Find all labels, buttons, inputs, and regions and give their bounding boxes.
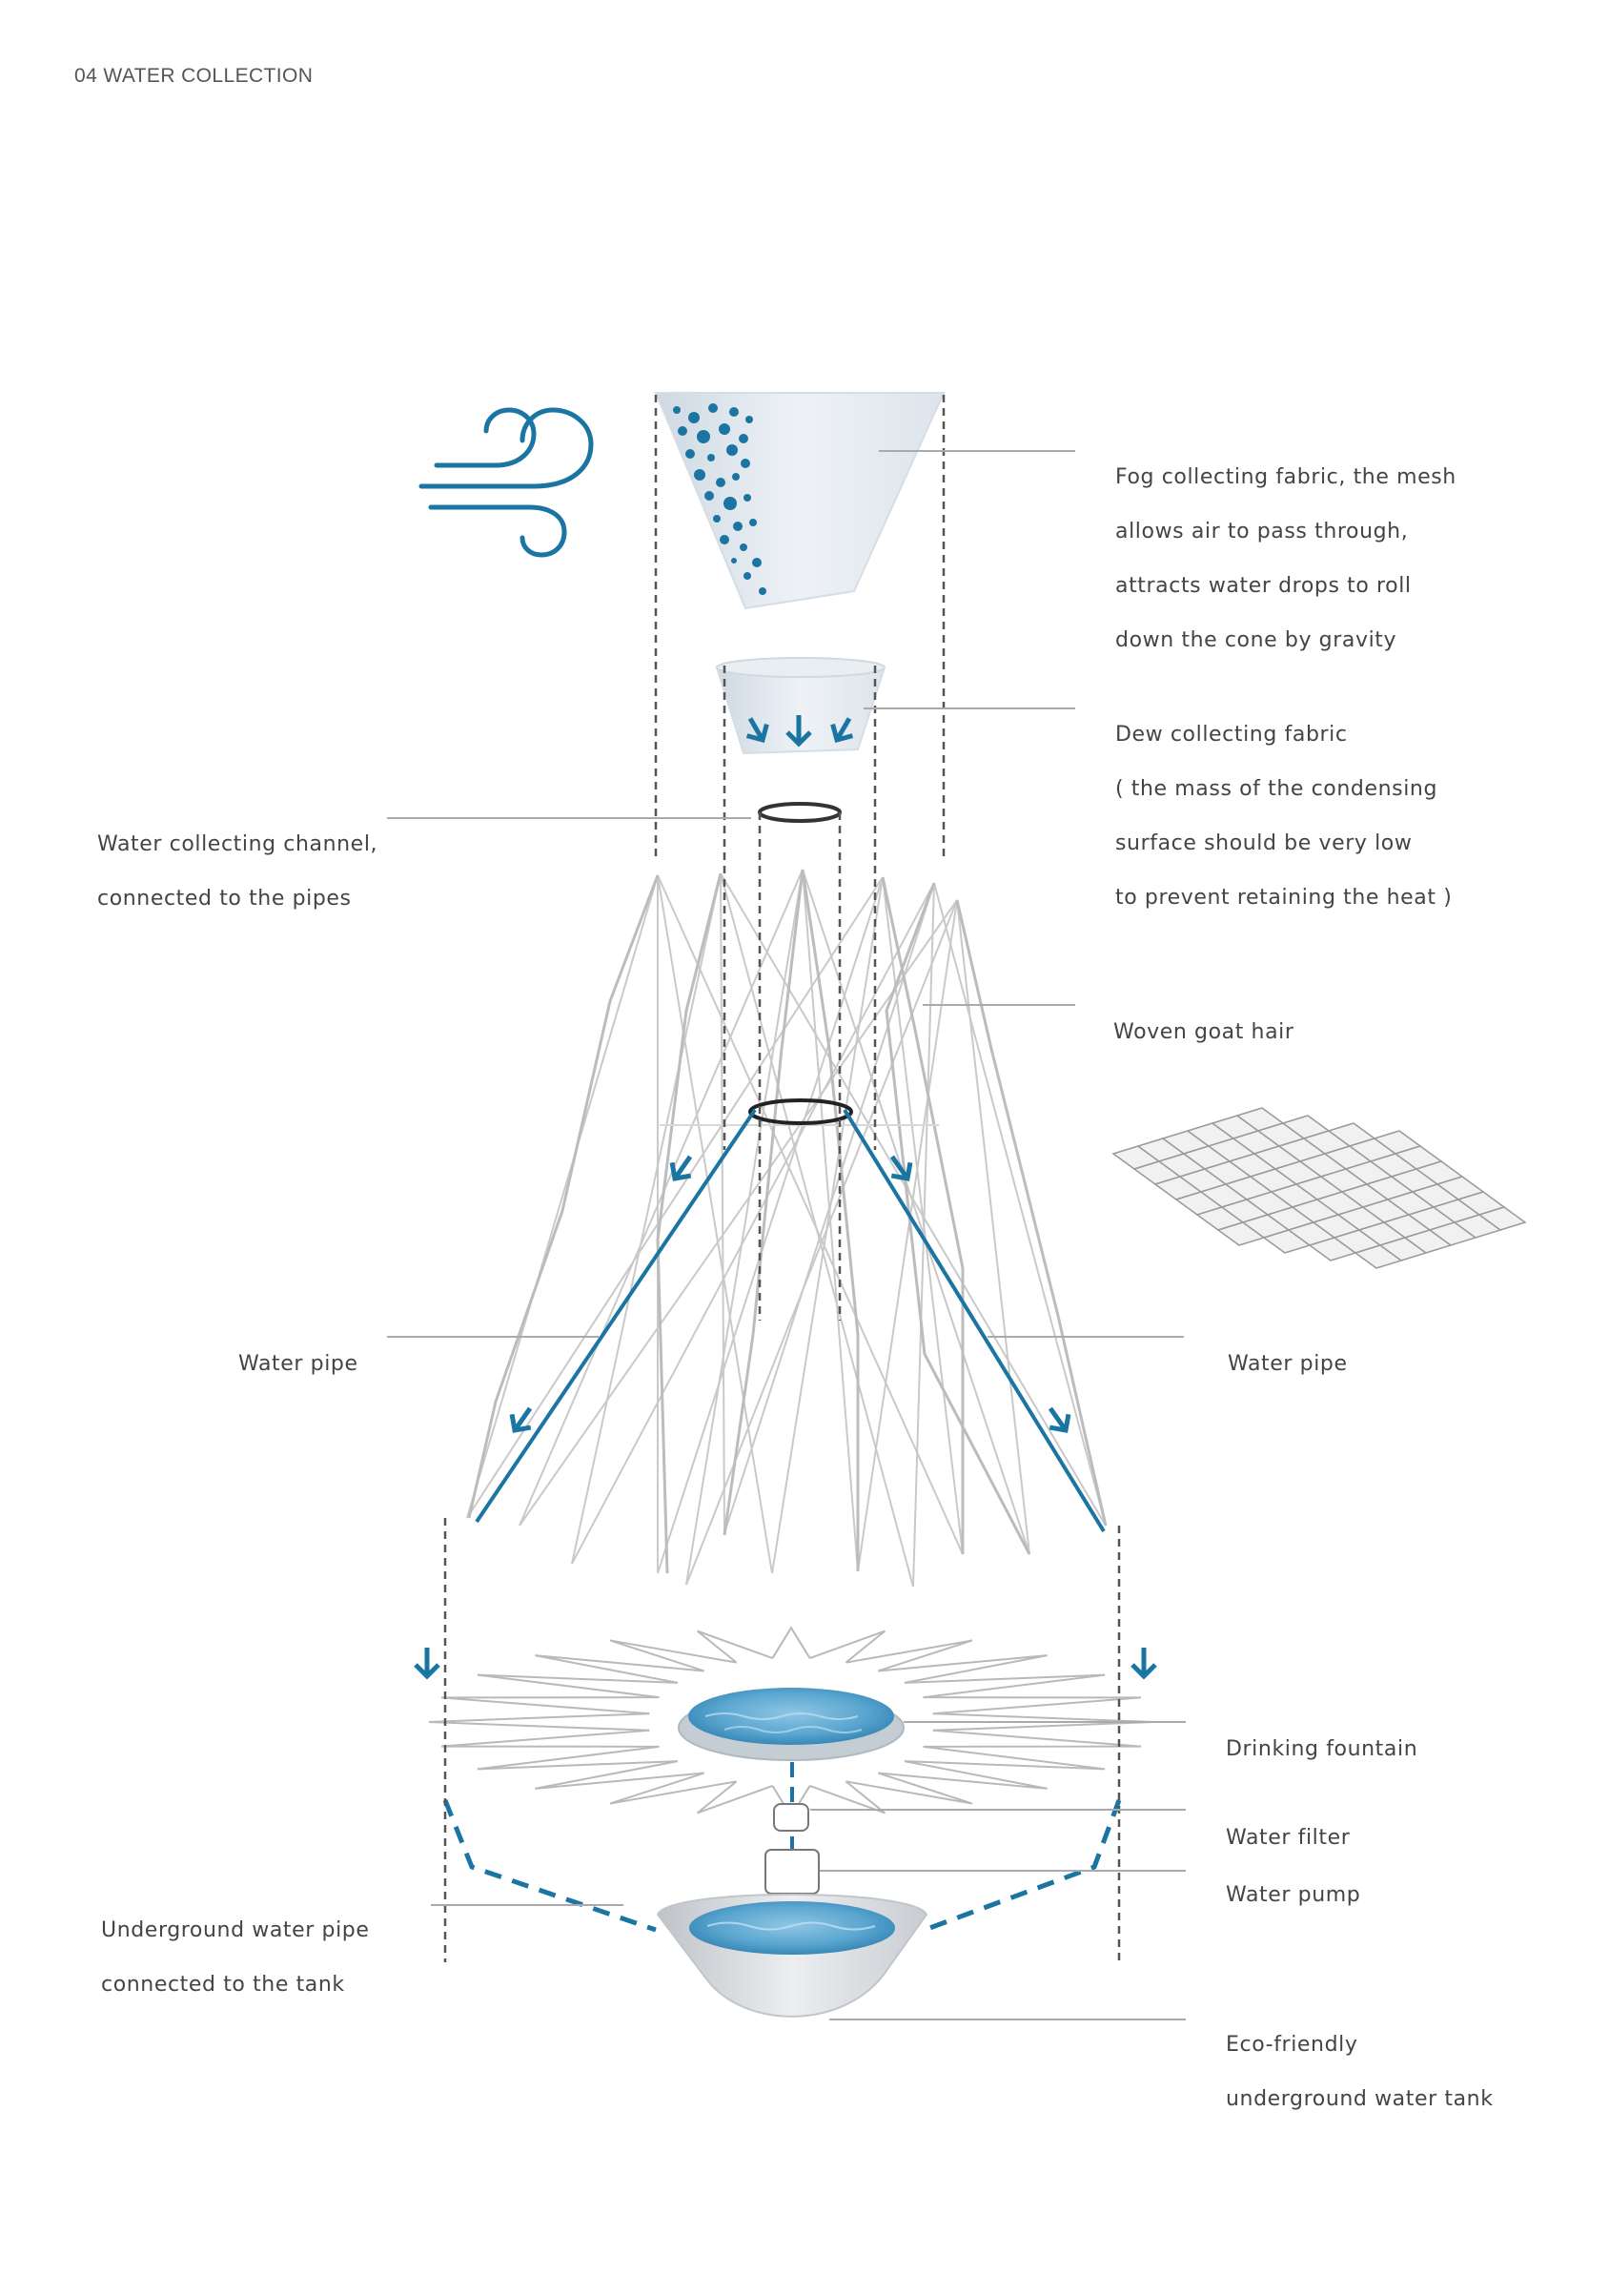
goat-hair-swatch (1111, 1107, 1527, 1269)
water-drop (741, 459, 750, 468)
water-drop (723, 497, 737, 510)
arrow-down-icon (669, 1155, 693, 1181)
water-drop (708, 403, 718, 413)
label-water-pump: Water pump (1226, 1882, 1361, 1907)
water-filter-unit (773, 1803, 809, 1832)
label-woven-goat-hair: Woven goat hair (1113, 1019, 1294, 1044)
water-drop (697, 430, 710, 443)
water-drop (678, 426, 687, 436)
arrow-down-icon (1048, 1406, 1071, 1433)
label-water-pipe-right: Water pipe (1228, 1351, 1348, 1376)
label-water-filter: Water filter (1226, 1825, 1351, 1850)
arrow-down-icon (830, 717, 854, 744)
water-drop (694, 469, 705, 481)
arrow-down-icon (785, 715, 812, 748)
water-drop (740, 543, 747, 551)
water-pipe-left (475, 1108, 757, 1524)
water-drop (759, 587, 766, 595)
water-drop (713, 515, 721, 523)
label-dew-collecting-fabric: Dew collecting fabric ( the mass of the … (1115, 722, 1453, 910)
arrow-down-icon (745, 717, 769, 744)
swatch-cell (1477, 1206, 1527, 1231)
underground-water-tank (656, 1894, 928, 2018)
water-drop (743, 572, 751, 580)
arrow-down-icon (414, 1648, 440, 1680)
drinking-fountain-basin (678, 1688, 905, 1761)
arrow-down-icon (509, 1406, 533, 1433)
section-title: 04 WATER COLLECTION (74, 65, 314, 87)
water-drop (688, 412, 700, 423)
water-drop (733, 522, 743, 531)
water-drop (673, 406, 681, 414)
label-eco-friendly-water-tank: Eco-friendly underground water tank (1226, 2032, 1494, 2111)
water-drop (716, 478, 725, 487)
fog-collecting-cone (654, 392, 946, 610)
water-drop (739, 434, 748, 443)
pipe-flow-arrows (509, 1155, 1071, 1433)
water-drop (726, 444, 738, 456)
woven-goat-hair-structure (466, 869, 1108, 1588)
label-water-pipe-left: Water pipe (238, 1351, 358, 1376)
water-drop (752, 558, 762, 567)
water-collecting-channel-ring (758, 802, 842, 823)
water-drop (749, 519, 757, 526)
water-drop (731, 558, 737, 564)
exploded-view-guides (443, 395, 1121, 1962)
water-pipe-right (843, 1108, 1106, 1533)
water-pump-unit (764, 1849, 820, 1895)
arrow-down-icon (1130, 1648, 1157, 1680)
water-drop (704, 491, 714, 501)
water-drop (732, 473, 740, 481)
water-drop (707, 454, 715, 461)
underground-water-pipe (442, 1799, 1122, 1933)
leader-lines (387, 450, 1186, 2020)
water-drop (685, 449, 695, 459)
fog-water-drops (673, 403, 766, 595)
dew-flow-arrows (745, 715, 854, 748)
label-underground-water-pipe: Underground water pipe connected to the … (101, 1917, 370, 1997)
water-drop (729, 407, 739, 417)
water-drop (720, 535, 729, 544)
water-drop (745, 416, 753, 423)
water-drop (719, 423, 730, 435)
arrow-down-icon (889, 1155, 913, 1181)
water-drop (743, 494, 751, 502)
label-water-collecting-channel: Water collecting channel, connected to t… (97, 831, 378, 911)
label-fog-collecting-fabric: Fog collecting fabric, the mesh allows a… (1115, 464, 1456, 652)
wind-icon (418, 407, 594, 558)
side-flow-arrows (414, 1648, 1157, 1680)
fountain-frame (428, 1626, 1154, 1818)
lower-channel-ring (748, 1098, 853, 1125)
label-drinking-fountain: Drinking fountain (1226, 1736, 1418, 1761)
